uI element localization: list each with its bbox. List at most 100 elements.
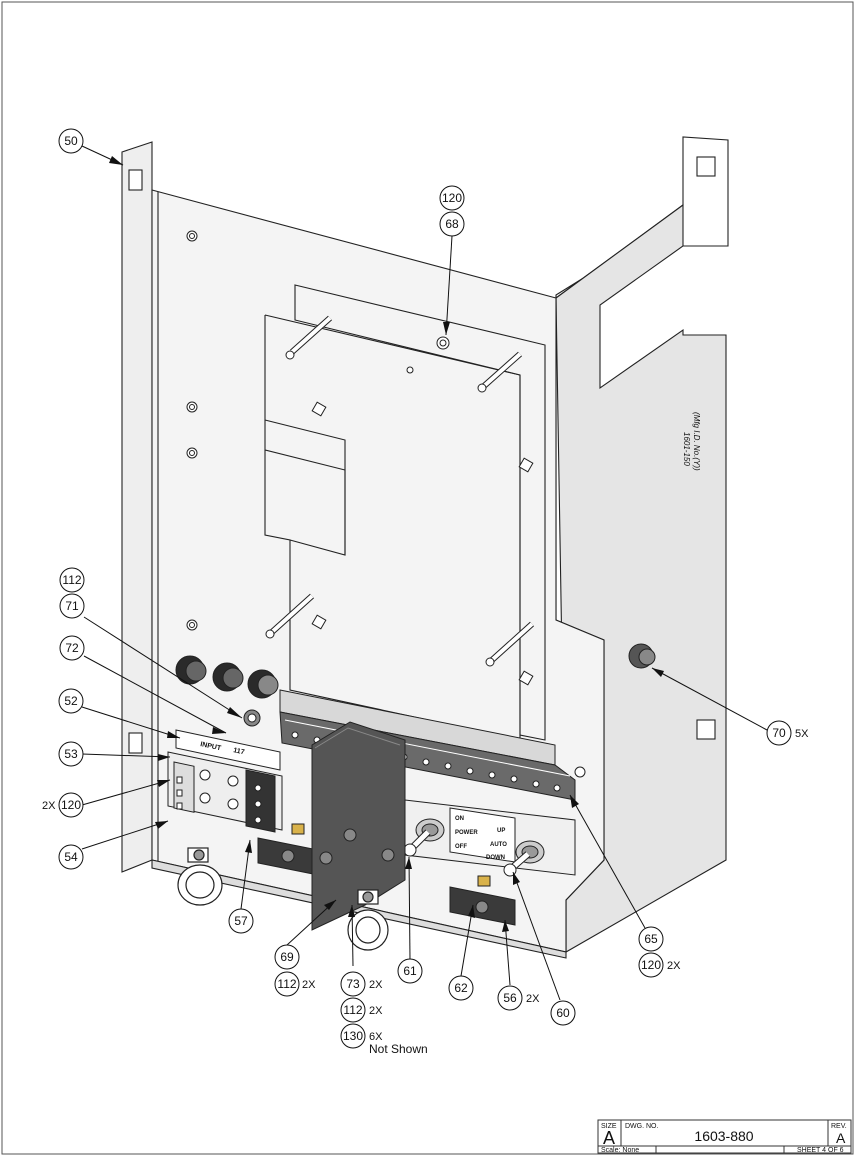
callout-112-top: 112 (59, 567, 85, 593)
hole-plugs (175, 643, 656, 699)
terminal-54-dots (176, 776, 183, 810)
standoffs (186, 230, 535, 686)
svg-text:65: 65 (644, 932, 658, 946)
svg-text:120: 120 (641, 958, 661, 972)
svg-text:71: 71 (65, 599, 79, 613)
legend-up: UP (497, 828, 505, 834)
screw-68 (436, 336, 450, 350)
tb-scale: Scale: None (601, 1147, 639, 1154)
switch-legend-text: ON POWER OFF UP AUTO DOWN (455, 816, 507, 861)
svg-text:112: 112 (277, 977, 296, 991)
svg-text:62: 62 (454, 981, 468, 995)
toggle-switch-60 (503, 840, 545, 877)
clamp-middle (347, 889, 389, 951)
svg-text:54: 54 (64, 850, 78, 864)
tb-dwg-label: DWG. NO. (625, 1123, 658, 1130)
legend-down: DOWN (486, 855, 505, 861)
input-terminal-block (167, 709, 319, 876)
callout-120-left: 120 (58, 792, 84, 818)
tb-size-value: A (603, 1128, 615, 1148)
pcb-cutout (264, 419, 346, 555)
callout-120-right: 120 (638, 952, 664, 978)
label-plate-52 (175, 729, 281, 771)
svg-text:112: 112 (62, 573, 81, 587)
svg-text:69: 69 (280, 950, 294, 964)
quantity-notes: 2X 2X 2X 2X 6X 2X 2X 5X Not Shown (42, 728, 809, 1056)
tb-rev-label: REV. (831, 1123, 847, 1130)
tb-rev-value: A (836, 1130, 846, 1146)
callout-57: 57 (228, 908, 254, 934)
cable-clamps-73 (177, 847, 389, 951)
left-slot-bottom (128, 732, 143, 754)
bottom-lip (151, 859, 567, 959)
svg-text:53: 53 (64, 747, 78, 761)
svg-text:70: 70 (772, 726, 786, 740)
svg-text:120: 120 (61, 798, 81, 812)
callout-130: 130 (340, 1023, 366, 1049)
not-shown-note: Not Shown (369, 1042, 428, 1056)
qty-120-right: 2X (667, 960, 681, 972)
qty-73: 2X (369, 979, 383, 991)
qty-56: 2X (526, 993, 540, 1005)
svg-text:120: 120 (442, 191, 462, 205)
callout-72: 72 (59, 635, 85, 661)
svg-text:130: 130 (343, 1029, 363, 1043)
standoff-4 (485, 621, 535, 667)
left-flange (121, 141, 153, 873)
callout-60: 60 (550, 1000, 576, 1026)
callout-68: 68 (439, 211, 465, 237)
legend-off: OFF (455, 844, 467, 850)
tb-dwg-number: 1603-880 (694, 1128, 753, 1144)
pcb-marks (311, 401, 534, 686)
input-label-text: INPUT (200, 741, 223, 752)
callouts: 50 120 68 112 71 72 52 53 120 54 57 69 1… (58, 128, 792, 1049)
toggle-switch-61 (403, 818, 445, 857)
callout-71: 71 (59, 593, 85, 619)
qty-112-69: 2X (302, 979, 316, 991)
svg-text:112: 112 (343, 1003, 362, 1017)
callout-65: 65 (638, 926, 664, 952)
title-block (597, 1119, 852, 1154)
svg-text:56: 56 (503, 991, 517, 1005)
svg-text:50: 50 (64, 134, 78, 148)
standoff-3 (265, 593, 315, 639)
legend-auto: AUTO (490, 842, 507, 848)
qty-70: 5X (795, 728, 809, 740)
svg-text:57: 57 (234, 914, 248, 928)
callout-62: 62 (448, 975, 474, 1001)
qty-120-left: 2X (42, 800, 56, 812)
cover-plate-69 (311, 721, 406, 931)
standoff-2 (477, 351, 522, 393)
callout-70: 70 (766, 720, 792, 746)
svg-text:72: 72 (65, 641, 79, 655)
fuse-holder-56 (449, 875, 516, 926)
svg-text:61: 61 (403, 964, 417, 978)
clamp-left (177, 847, 223, 906)
callout-69: 69 (274, 944, 300, 970)
tb-size-label: SIZE (601, 1123, 617, 1130)
callout-53: 53 (58, 741, 84, 767)
svg-text:52: 52 (64, 694, 78, 708)
input-number-text: 117 (233, 747, 246, 756)
svg-text:68: 68 (445, 217, 459, 231)
qty-112-73: 2X (369, 1005, 383, 1017)
standoff-1 (285, 315, 333, 360)
callout-73: 73 (340, 971, 366, 997)
left-slot-top (128, 169, 143, 191)
callout-61: 61 (397, 958, 423, 984)
tb-sheet: SHEET 4 OF 6 (797, 1147, 844, 1154)
svg-text:73: 73 (346, 977, 360, 991)
bracket-part-number: 1601-150 (682, 432, 691, 466)
callout-54: 54 (58, 844, 84, 870)
terminal-screws (199, 769, 239, 810)
callout-120-top: 120 (439, 185, 465, 211)
callout-112-73: 112 (340, 997, 366, 1023)
right-slot-bottom (696, 719, 716, 740)
right-slot-top (696, 156, 716, 177)
legend-on: ON (455, 816, 464, 822)
legend-power: POWER (455, 830, 478, 836)
pcb-hole (406, 366, 414, 374)
svg-text:60: 60 (556, 1006, 570, 1020)
